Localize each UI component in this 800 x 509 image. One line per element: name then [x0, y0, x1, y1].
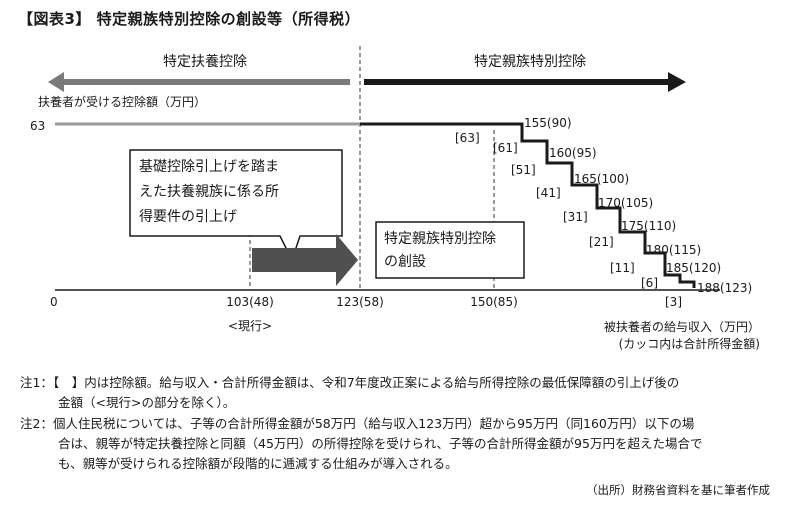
- note2-line1: 注2：個人住民税については、子等の合計所得金額が58万円（給与収入123万円）超…: [20, 416, 695, 431]
- deduction-label-63: [63]: [455, 131, 480, 145]
- note2-line3: も、親等が受けられる控除額が段階的に逓減する仕組みが導入される。: [58, 456, 458, 471]
- band-left-label: 特定扶養控除: [163, 53, 247, 70]
- x-label-103: 103(48): [226, 295, 274, 309]
- x-label-123: 123(58): [336, 295, 384, 309]
- y-axis-label: 扶養者が受ける控除額（万円）: [38, 94, 206, 109]
- note1-line2: 金額（<現行>の部分を除く）。: [58, 395, 236, 410]
- income-label-155: 155(90): [524, 116, 572, 130]
- x-axis-label: 被扶養者の給与収入（万円）: [604, 319, 760, 334]
- income-label-160: 160(95): [549, 146, 597, 160]
- box2-line-1: 特定親族特別控除: [384, 231, 496, 247]
- deduction-label-21: [21]: [589, 235, 614, 249]
- note2-line2: 合は、親等が特定扶養控除と同額（45万円）の所得控除を受けられ、子等の合計所得金…: [58, 436, 703, 451]
- deduction-label-51: [51]: [511, 163, 536, 177]
- y-tick-63: 63: [30, 119, 45, 133]
- deduction-label-11: [11]: [610, 261, 635, 275]
- income-label-185: 185(120): [666, 261, 721, 275]
- deduction-label-31: [31]: [563, 210, 588, 224]
- income-label-188: 188(123): [697, 281, 752, 295]
- step-deduction-line: [360, 122, 696, 288]
- new-deduction-box: 特定親族特別控除 の創設: [375, 221, 525, 279]
- current-label: <現行>: [228, 319, 272, 333]
- income-label-175: 175(110): [621, 219, 676, 233]
- callout-line-1: 基礎控除引上げを踏ま: [139, 158, 279, 175]
- band-arrow-left: [48, 72, 350, 92]
- income-label-165: 165(100): [574, 172, 629, 186]
- callout-line-2: えた扶養親族に係る所: [139, 183, 279, 200]
- x-label-150: 150(85): [470, 295, 518, 309]
- callout-line-3: 得要件の引上げ: [139, 208, 237, 225]
- band-right-label: 特定親族特別控除: [474, 54, 586, 70]
- callout-box-income-requirement: 基礎控除引上げを踏ま えた扶養親族に係る所 得要件の引上げ: [129, 149, 343, 262]
- source-note: （出所）財務省資料を基に筆者作成: [586, 483, 770, 497]
- box2-line-2: の創設: [384, 254, 426, 270]
- figure-title: 【図表3】 特定親族特別控除の創設等（所得税）: [18, 10, 361, 28]
- income-label-170: 170(105): [598, 196, 653, 210]
- deduction-label-41: [41]: [536, 186, 561, 200]
- deduction-label-6: [6]: [641, 276, 658, 290]
- origin-label: 0: [50, 295, 58, 309]
- diagram-canvas: 特定扶養控除 特定親族特別控除 扶養者が受ける控除額（万円） 63 0 [63]…: [30, 46, 760, 351]
- x-axis-sublabel: (カッコ内は合計所得金額): [619, 336, 760, 351]
- income-label-180: 180(115): [646, 243, 701, 257]
- deduction-label-3: [3]: [665, 295, 682, 309]
- band-arrow-right: [364, 72, 686, 92]
- deduction-label-61: [61]: [493, 141, 518, 155]
- block-arrow: [252, 234, 358, 286]
- note1-line1: 注1：【 】内は控除額。給与収入・合計所得金額は、令和7年度改正案による給与所得…: [20, 375, 680, 390]
